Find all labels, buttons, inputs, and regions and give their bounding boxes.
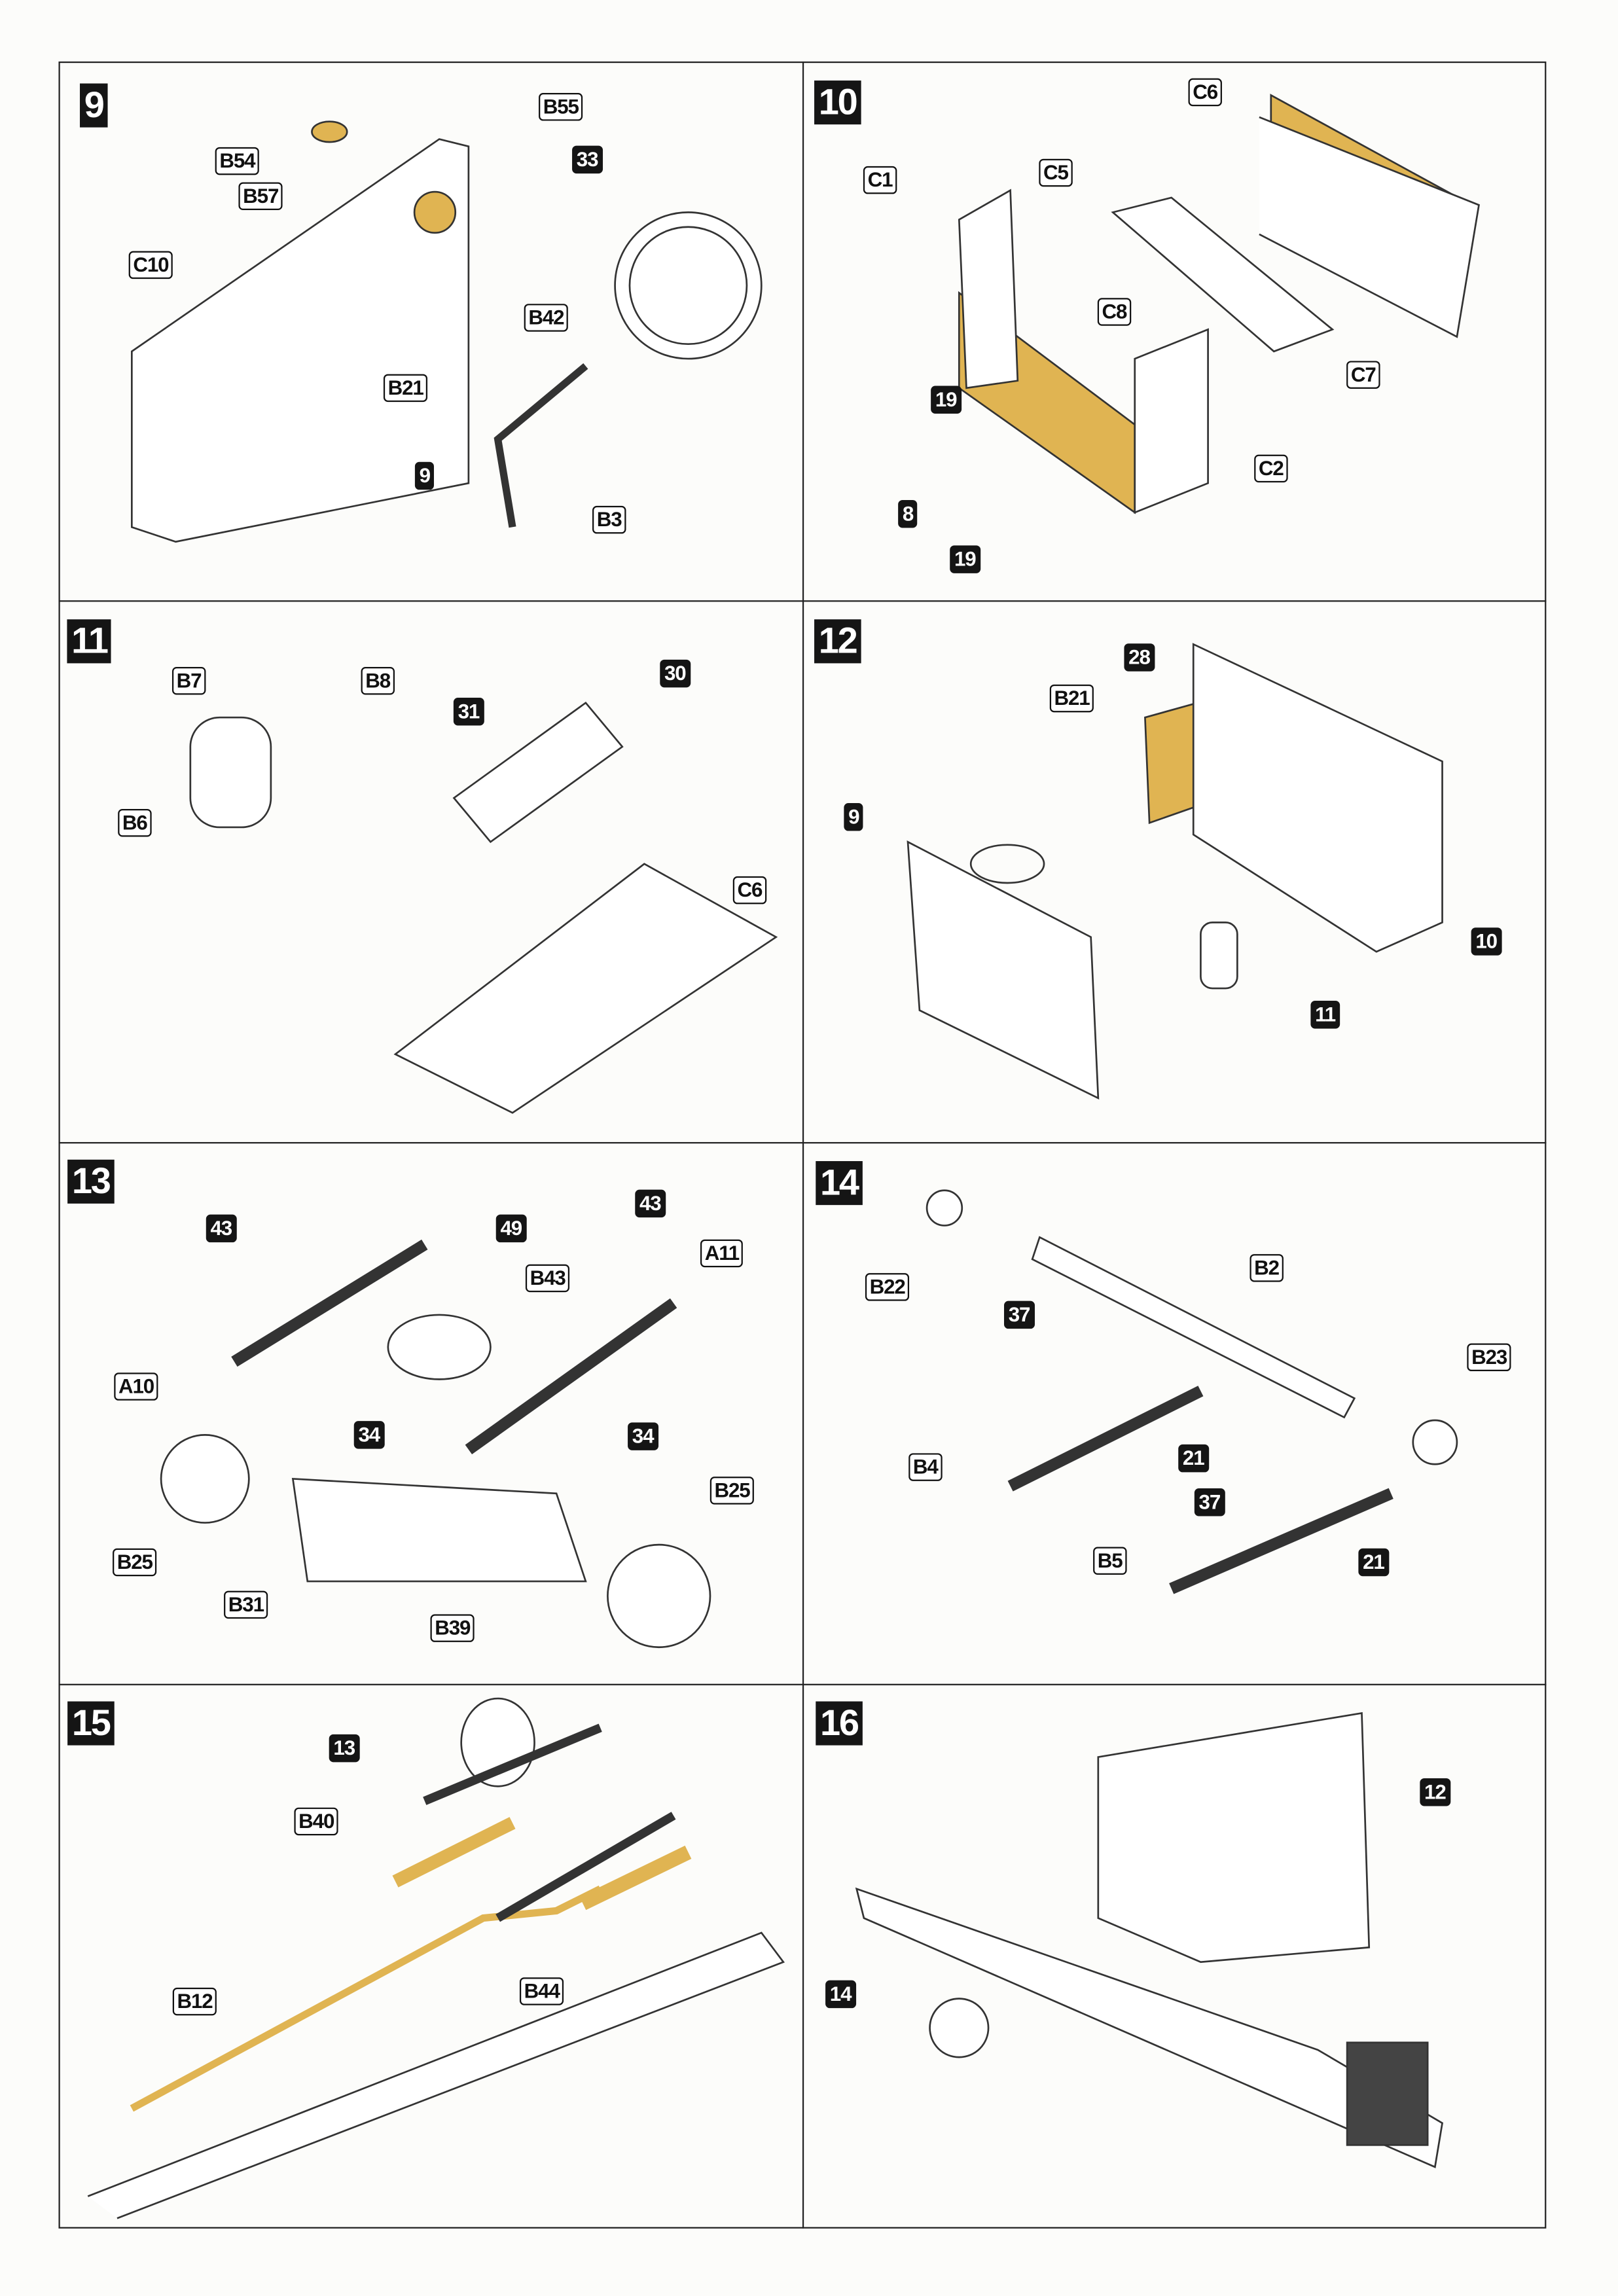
step-number-11: 11 — [67, 619, 112, 664]
part-b44 — [579, 1845, 692, 1910]
part-label: C5 — [1039, 158, 1073, 187]
divider — [58, 1683, 1547, 1685]
part-label: B5 — [1093, 1547, 1127, 1575]
part-label: 9 — [844, 803, 864, 831]
part-label: B55 — [539, 93, 583, 121]
part-b12 — [130, 1885, 602, 2112]
part-label: B23 — [1467, 1343, 1511, 1372]
part-label: B42 — [524, 304, 569, 332]
part-label: 14 — [825, 1980, 856, 2009]
part-label: B3 — [592, 505, 626, 534]
part-label: B25 — [113, 1548, 157, 1577]
part-label: B54 — [215, 147, 260, 175]
part-label: C8 — [1097, 298, 1132, 326]
part-label: 11 — [1310, 1001, 1340, 1029]
part-label: 34 — [628, 1422, 658, 1450]
part-label: C1 — [863, 166, 897, 194]
dashboard-panel — [130, 138, 470, 543]
step-number-15: 15 — [67, 1701, 115, 1746]
part-label: C6 — [1188, 78, 1222, 107]
part-label: B57 — [238, 182, 283, 211]
part-label: B4 — [908, 1453, 943, 1481]
part-label: B31 — [224, 1590, 268, 1619]
part-label: B6 — [118, 808, 152, 837]
part-label: B40 — [294, 1807, 338, 1836]
part-label: B12 — [172, 1987, 217, 2016]
step-number-16: 16 — [816, 1701, 863, 1746]
part-label: 8 — [898, 499, 918, 528]
step-number-13: 13 — [67, 1159, 115, 1204]
part-label: C6 — [732, 876, 767, 905]
part-label: 21 — [1358, 1548, 1389, 1577]
part-b40 — [392, 1817, 516, 1888]
step-number-14: 14 — [816, 1161, 863, 1206]
part-label: 37 — [1004, 1300, 1035, 1329]
part-label: 21 — [1178, 1444, 1209, 1473]
part-label: 43 — [635, 1189, 666, 1218]
divider — [802, 61, 804, 2229]
part-label: C2 — [1254, 454, 1288, 483]
part-label: 19 — [931, 386, 962, 414]
part-label: 19 — [950, 545, 980, 573]
part-label: B8 — [361, 666, 395, 695]
part-label: B44 — [519, 1977, 564, 2005]
step-number-12: 12 — [814, 619, 861, 664]
part-label: 49 — [495, 1214, 526, 1243]
part-label: A11 — [700, 1239, 744, 1268]
steering-wheel — [614, 211, 763, 360]
part-label: 28 — [1124, 643, 1155, 672]
part-label: B39 — [430, 1614, 475, 1642]
part-label: C10 — [128, 251, 173, 279]
part-label: 12 — [1420, 1778, 1450, 1806]
part-label: A10 — [114, 1372, 158, 1401]
part-label: 31 — [453, 697, 484, 726]
part-label: 34 — [353, 1421, 384, 1449]
part-label: 13 — [329, 1734, 359, 1763]
step-number-10: 10 — [814, 81, 861, 125]
part-label: 9 — [414, 461, 435, 490]
part-label: B21 — [383, 374, 428, 403]
divider — [58, 1141, 1547, 1144]
step-number-9: 9 — [80, 83, 108, 128]
panel-grid — [58, 61, 1547, 2229]
part-label: C7 — [1346, 361, 1380, 389]
part-label: 37 — [1194, 1488, 1225, 1516]
part-label: 10 — [1471, 927, 1501, 956]
part-label: B2 — [1249, 1254, 1284, 1282]
divider — [58, 600, 1547, 602]
part-label: 43 — [206, 1214, 236, 1243]
part-label: 33 — [572, 145, 603, 174]
part-label: 30 — [660, 659, 691, 688]
part-label: B7 — [171, 666, 206, 695]
part-label: B21 — [1049, 684, 1094, 713]
part-label: B25 — [710, 1477, 755, 1505]
part-label: B43 — [525, 1264, 570, 1293]
part-label: B22 — [865, 1273, 910, 1301]
